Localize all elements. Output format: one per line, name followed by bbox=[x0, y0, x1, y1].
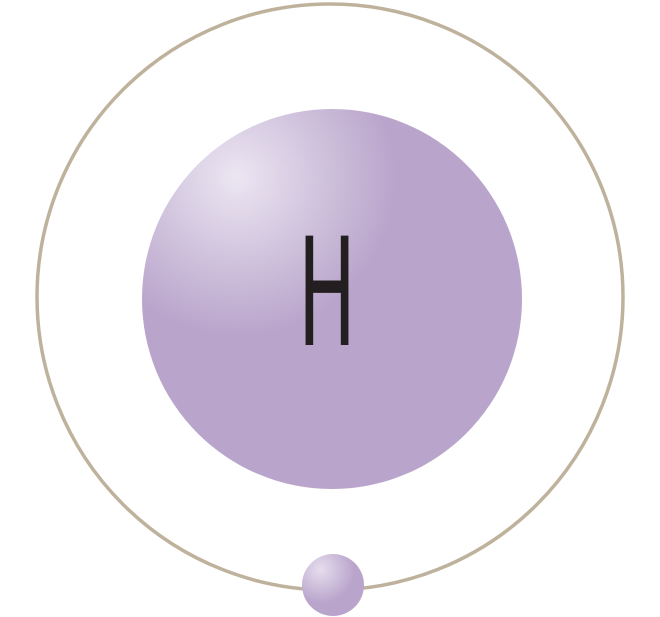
electron bbox=[302, 554, 364, 616]
nucleus bbox=[142, 109, 522, 489]
element-symbol: H bbox=[298, 207, 356, 381]
